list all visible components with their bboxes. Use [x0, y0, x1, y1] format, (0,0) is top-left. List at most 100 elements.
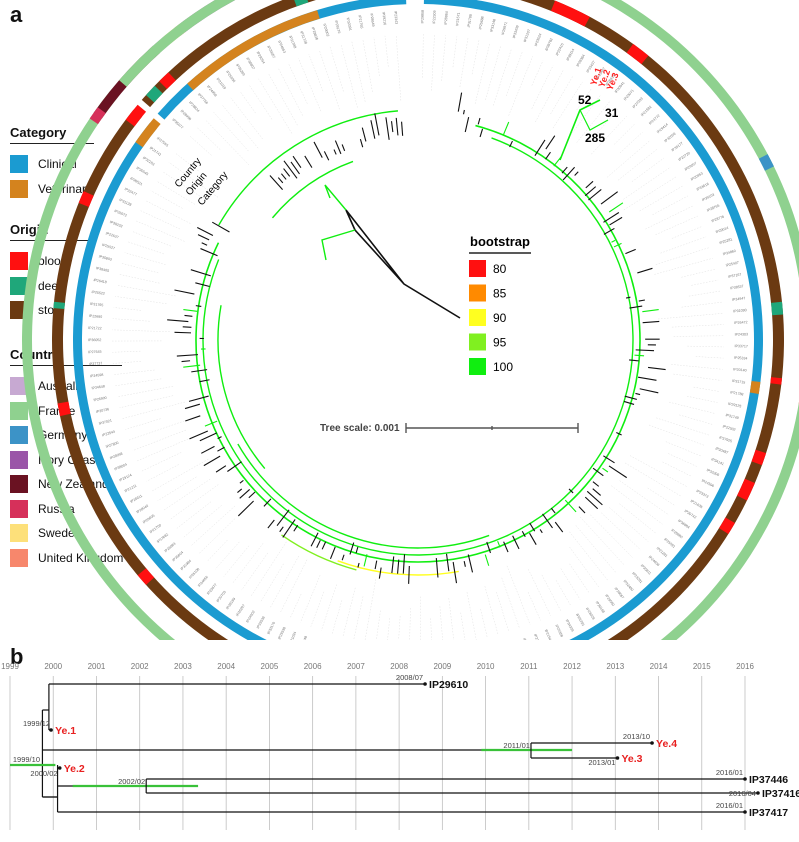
legend-swatch — [10, 499, 28, 518]
tip-label: IP24772 — [648, 114, 661, 126]
tip-label: IP25688 — [478, 16, 485, 30]
tip-label: IP35803 — [98, 254, 112, 261]
tip-guide — [162, 171, 205, 200]
tip-label: IP36604 — [172, 550, 185, 562]
terminal-branch — [642, 320, 660, 324]
tip-label: IP21281 — [656, 546, 669, 558]
tip-guide — [687, 345, 724, 348]
tip-label: IP34947 — [732, 296, 746, 302]
tip-label: IP23726 — [522, 638, 530, 640]
tip-label: IP21657 — [533, 633, 542, 640]
year-tick-label: 2014 — [650, 662, 668, 671]
terminal-branch — [215, 465, 227, 473]
tip-label: IP27033 — [632, 97, 644, 110]
tip-label: IP23291 — [631, 571, 643, 584]
tip-guide — [387, 618, 390, 640]
tip-guide — [606, 140, 651, 178]
terminal-branch — [199, 379, 210, 383]
tip-guide — [668, 453, 697, 467]
tip-label: IP28649 — [369, 13, 375, 27]
terminal-branch — [370, 120, 376, 139]
terminal-branch — [584, 186, 597, 197]
tip-guide — [215, 541, 240, 570]
terminal-branch — [609, 216, 623, 226]
tip-guide — [645, 205, 694, 230]
tip-guide — [132, 429, 186, 451]
terminal-branch — [184, 403, 201, 410]
tip-label: IP24853 — [277, 40, 286, 54]
tip-guide — [136, 220, 185, 242]
tip-guide — [531, 60, 544, 86]
tip-guide — [619, 503, 656, 534]
terminal-branch — [341, 554, 345, 561]
clade-arc — [202, 137, 634, 556]
tip-label: IP29826 — [311, 27, 319, 41]
tip-guide — [655, 247, 710, 265]
tip-label: IP24303 — [735, 332, 748, 336]
tip-label: IP39189 — [225, 597, 236, 610]
tip-guide — [441, 35, 446, 81]
year-tick-label: 2002 — [131, 662, 149, 671]
node-date-label: 2011/01 — [503, 741, 530, 750]
category-legend-title: Category — [10, 125, 67, 140]
terminal-branch — [195, 282, 210, 288]
tip-guide — [279, 559, 308, 614]
terminal-branch — [374, 113, 380, 136]
tip-guide — [671, 324, 724, 328]
tip-label: IP25522 — [91, 290, 105, 296]
clade-branch — [579, 109, 609, 131]
tip-label: IP23524 — [534, 33, 543, 47]
tip-guide — [331, 600, 343, 634]
tip-guide — [136, 436, 194, 462]
tip-label: Ye.1 — [55, 725, 76, 737]
backbone-arc — [195, 124, 641, 563]
terminal-branch — [534, 139, 546, 157]
tip-guide — [353, 596, 364, 640]
terminal-branch — [553, 156, 562, 167]
tip-label: IP27800 — [105, 441, 119, 449]
tip-label: IP25527 — [101, 243, 115, 251]
tip-label: IP22720 — [678, 151, 691, 162]
tip-dot — [615, 756, 620, 760]
origin-segment — [751, 449, 767, 466]
tip-dot — [743, 810, 747, 814]
terminal-branch — [201, 445, 215, 454]
tip-label: IP21788 — [730, 390, 744, 396]
tip-label: IP20487 — [715, 447, 729, 455]
year-tick-label: 2005 — [261, 662, 279, 671]
terminal-branch — [201, 242, 208, 246]
tip-label: IP22637 — [105, 231, 119, 239]
tip-label: IP20002 — [322, 23, 330, 37]
terminal-branch — [561, 166, 568, 174]
tip-label: IP34141 — [711, 457, 725, 466]
tip-guide — [652, 195, 689, 215]
tip-dot — [743, 777, 747, 781]
terminal-branch — [280, 173, 287, 180]
tip-guide — [128, 241, 164, 255]
tip-label: IP37882 — [156, 533, 169, 544]
legend-rule — [10, 365, 122, 366]
clade-arc — [281, 534, 357, 571]
terminal-branch — [378, 567, 382, 579]
tip-guide — [268, 73, 298, 126]
tip-guide — [176, 501, 212, 529]
tip-guide — [656, 417, 709, 436]
terminal-branch — [174, 331, 192, 334]
tip-guide — [112, 350, 141, 353]
tip-label: IP21700 — [149, 523, 162, 534]
tip-guide — [623, 166, 671, 200]
tip-guide — [541, 574, 561, 611]
tip-label: IP39216 — [381, 12, 386, 26]
tip-guide — [552, 81, 583, 129]
legend-swatch — [10, 252, 28, 271]
country-ring — [119, 0, 236, 87]
terminal-branch — [592, 488, 601, 496]
tip-guide — [484, 586, 499, 636]
tip-guide — [647, 487, 676, 506]
tip-label: IP20953 — [690, 171, 704, 181]
clade-arc — [237, 443, 490, 549]
tip-label: IP28824 — [188, 101, 200, 113]
tip-label: IP28913 — [605, 74, 616, 87]
tip-guide — [409, 608, 411, 640]
